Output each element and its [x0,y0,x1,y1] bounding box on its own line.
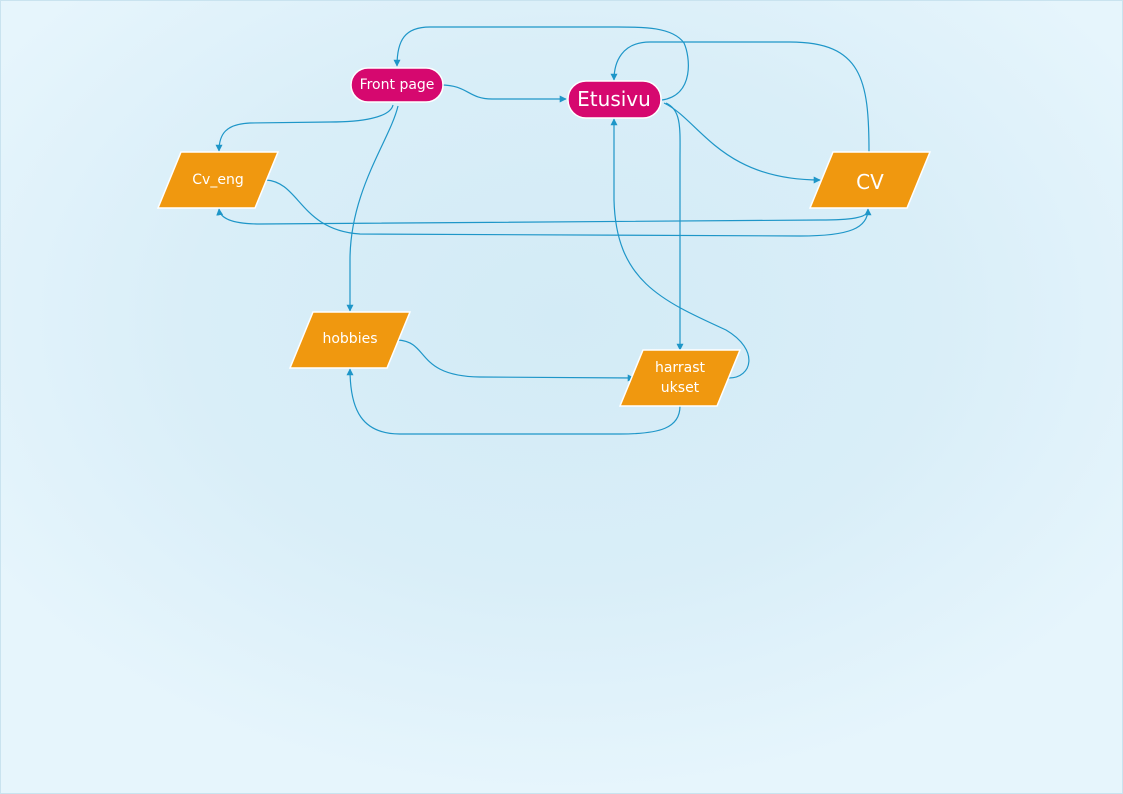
cv-shape [808,151,932,209]
edge-etusivu-to-cv [663,102,821,184]
node-cv[interactable]: CV [808,151,932,209]
front-page-shape [350,67,444,103]
harrastukset-shape [618,349,742,407]
hobbies-shape [288,311,412,369]
edge-front-page-to-hobbies [346,105,399,312]
edge-cv-eng-to-cv [265,179,872,237]
edge-etusivu-to-front-page [393,26,689,101]
node-front-page[interactable]: Front page [350,67,444,103]
cv-eng-label: Cv_eng [192,172,243,188]
node-etusivu[interactable]: Etusivu [567,80,662,119]
edge-hobbies-to-harrastukset [397,339,635,382]
etusivu-label: Etusivu [577,87,651,111]
edge-cv-to-cv-eng [216,208,869,225]
hobbies-label: hobbies [322,331,377,347]
harrastukset-label-line-1: harrast [655,360,706,376]
node-harrastukset[interactable]: harrast ukset [618,349,742,407]
edge-harrastukset-to-etusivu [610,118,750,379]
edge-etusivu-to-harrastukset [665,102,684,351]
connectors [215,26,872,435]
cv-eng-shape [156,151,280,209]
front-page-label: Front page [360,77,435,93]
edge-front-page-to-etusivu [440,84,567,103]
harrastukset-label-line-2: ukset [661,380,700,396]
edge-cv-to-etusivu [610,41,870,153]
node-cv-eng[interactable]: Cv_eng [156,151,280,209]
node-hobbies[interactable]: hobbies [288,311,412,369]
edge-front-page-to-cv-eng [215,104,394,152]
etusivu-shape [567,80,662,119]
cv-label: CV [856,170,884,194]
edge-harrastukset-to-hobbies [346,368,681,435]
